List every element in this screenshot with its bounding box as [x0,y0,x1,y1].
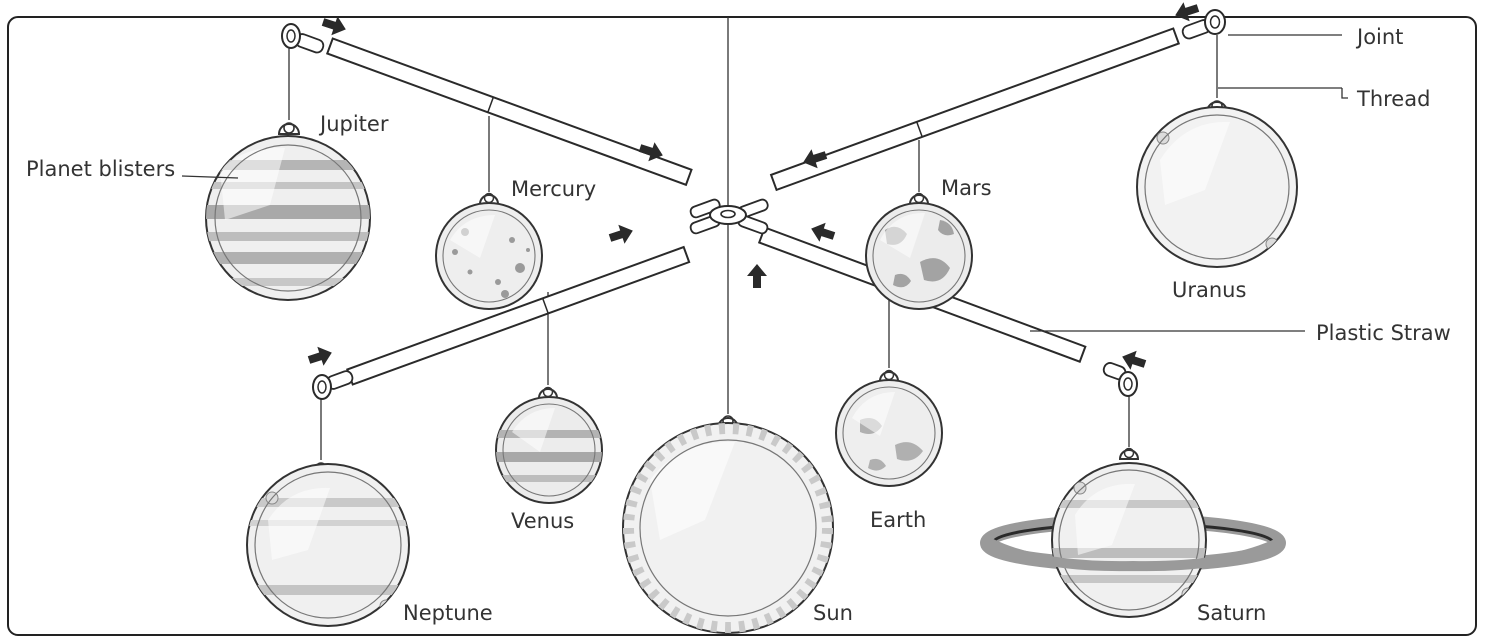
arrow-icon [803,149,828,169]
straw-joints [281,9,1226,400]
label-uranus: Uranus [1172,278,1246,302]
planet-uranus [1136,100,1298,268]
arrow-icon [747,264,767,288]
center-hub [689,198,769,235]
joint-upper-left [281,23,325,54]
label-neptune: Neptune [403,601,493,625]
arrow-icon [608,224,633,244]
planet-mercury [435,192,543,310]
planet-saturn [980,447,1286,618]
label-jupiter: Jupiter [318,112,389,136]
label-thread: Thread [1356,87,1430,111]
planet-mars [865,192,973,310]
label-saturn: Saturn [1197,601,1266,625]
label-venus: Venus [511,509,574,533]
joint-upper-right [1181,9,1226,40]
arrow-icon [321,16,346,36]
label-mercury: Mercury [511,177,596,201]
saturn-ring-front [987,538,1281,572]
planet-neptune [246,462,410,627]
diagram-frame [7,16,1477,636]
arrow-icon [307,346,332,366]
straw-upper-left [325,37,693,187]
direction-arrows [307,2,1200,370]
planet-venus [495,386,603,504]
label-mars: Mars [941,176,992,200]
planet-earth [835,369,943,487]
planet-sun [622,415,834,634]
leader-lines [181,34,1348,332]
label-earth: Earth [870,508,926,532]
planet-threads [288,35,1218,460]
arrow-icon [1122,350,1147,370]
arrow-icon [811,222,836,242]
arrow-icon [638,142,663,162]
label-planet-blisters: Planet blisters [26,157,175,181]
straw-upper-right [769,27,1181,192]
arrow-icon [1175,2,1200,22]
label-joint: Joint [1355,25,1403,49]
joint-lower-right [1102,362,1138,397]
joint-lower-left [312,370,354,400]
label-sun: Sun [813,601,853,625]
label-plastic-straw: Plastic Straw [1316,321,1451,345]
planet-jupiter [205,122,371,301]
